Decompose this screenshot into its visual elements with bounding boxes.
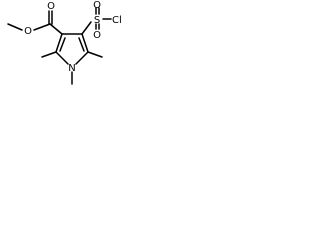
bond-c3-carbonyl-c xyxy=(49,23,63,35)
atom-label-sulfonyl-o-bottom: O xyxy=(93,30,101,41)
bond-c2-c3 xyxy=(55,33,63,53)
bond-c4-c5-double xyxy=(78,37,85,52)
atom-label-chlorine: Cl xyxy=(112,15,122,26)
atom-label-ring-n: N xyxy=(68,63,75,74)
bond-carbonyl-c-ether-o xyxy=(33,23,51,31)
bond-c2-methyl xyxy=(41,51,57,58)
bond-c4-c5 xyxy=(81,33,89,53)
bond-ether-o-methyl xyxy=(7,23,23,31)
chemical-structure-diagram: N O O S O O Cl xyxy=(7,0,122,85)
atom-label-carbonyl-o: O xyxy=(47,1,55,12)
pyrrole-ring xyxy=(55,33,89,65)
bond-c5-methyl xyxy=(87,51,103,58)
bond-n1-c2 xyxy=(55,51,69,65)
atom-label-sulfur: S xyxy=(94,15,100,26)
bond-c2-c3-double xyxy=(59,37,66,52)
atom-label-ether-o: O xyxy=(24,26,32,37)
atom-label-sulfonyl-o-top: O xyxy=(93,0,101,11)
bond-c4-s xyxy=(81,21,92,35)
bond-c5-n1 xyxy=(75,51,89,65)
